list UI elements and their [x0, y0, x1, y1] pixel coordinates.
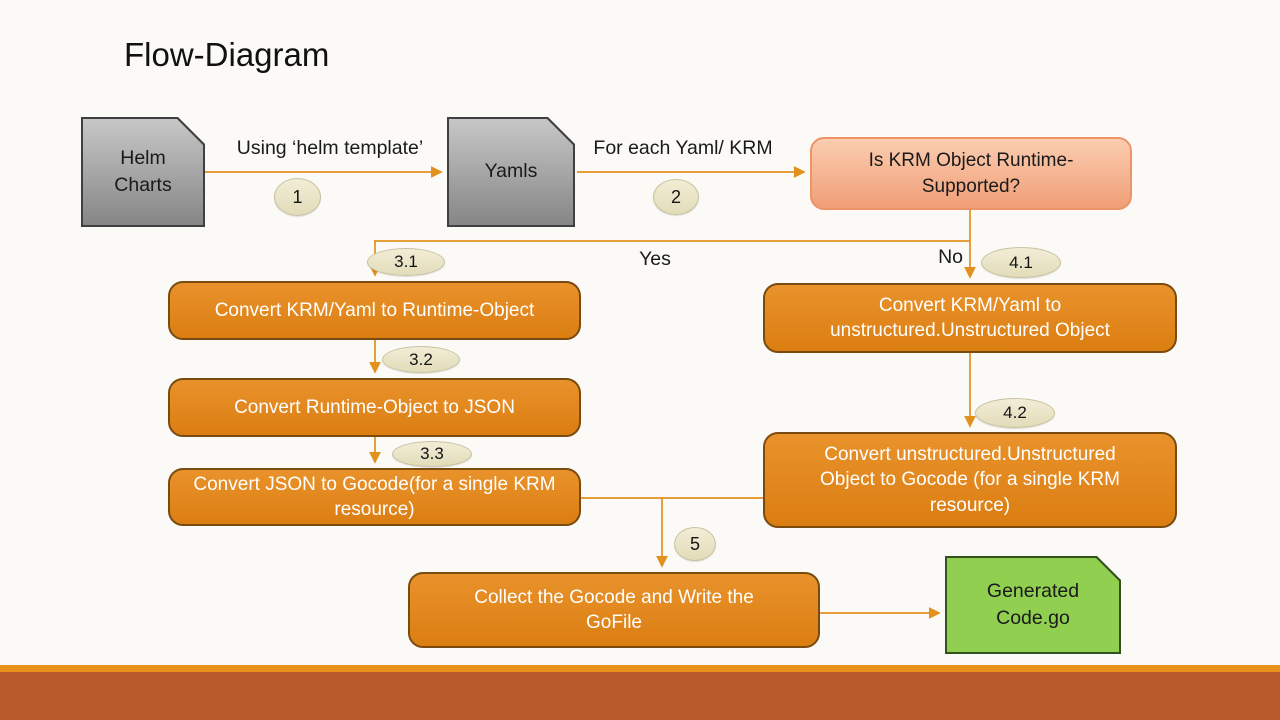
helm-charts-label: Helm Charts	[114, 146, 172, 196]
generated-code-label: Generated Code.go	[986, 579, 1080, 629]
edge-label-using-helm-template: Using ‘helm template’	[236, 137, 424, 159]
badge-step-3-2: 3.2	[382, 346, 460, 373]
yamls-fill	[449, 119, 573, 225]
page-title: Flow-Diagram	[124, 36, 330, 73]
node-helm-charts: Helm Charts	[81, 117, 205, 227]
badge-step-4-2: 4.2	[975, 398, 1055, 428]
node-convert-runtime-object-to-json: Convert Runtime-Object to JSON	[168, 378, 581, 437]
node-generated-code-go: Generated Code.go	[945, 556, 1121, 654]
node-collect-gocode-write-gofile: Collect the Gocode and Write the GoFile	[408, 572, 820, 648]
badge-step-4-1: 4.1	[981, 247, 1061, 278]
edge-label-for-each-yaml-krm: For each Yaml/ KRM	[593, 137, 773, 159]
node-decision-krm-runtime-supported: Is KRM Object Runtime-Supported?	[810, 137, 1132, 210]
badge-step-1: 1	[274, 178, 321, 216]
footer-accent-strip	[0, 665, 1280, 672]
badge-step-3-3: 3.3	[392, 441, 472, 467]
node-convert-krm-to-runtime-object: Convert KRM/Yaml to Runtime-Object	[168, 281, 581, 340]
badge-step-3-1: 3.1	[367, 248, 445, 276]
node-yamls: Yamls	[447, 117, 575, 227]
node-convert-json-to-gocode: Convert JSON to Gocode(for a single KRM …	[168, 468, 581, 526]
node-convert-unstructured-to-gocode: Convert unstructured.Unstructured Object…	[763, 432, 1177, 528]
footer-bar	[0, 672, 1280, 720]
generated-code-fill	[947, 558, 1119, 652]
helm-charts-fill	[83, 119, 203, 225]
edge-label-no: No	[938, 246, 963, 268]
node-convert-krm-to-unstructured: Convert KRM/Yaml to unstructured.Unstruc…	[763, 283, 1177, 353]
yamls-label: Yamls	[484, 160, 538, 183]
edge-label-yes: Yes	[639, 248, 671, 270]
badge-step-5: 5	[674, 527, 716, 561]
badge-step-2: 2	[653, 179, 699, 215]
